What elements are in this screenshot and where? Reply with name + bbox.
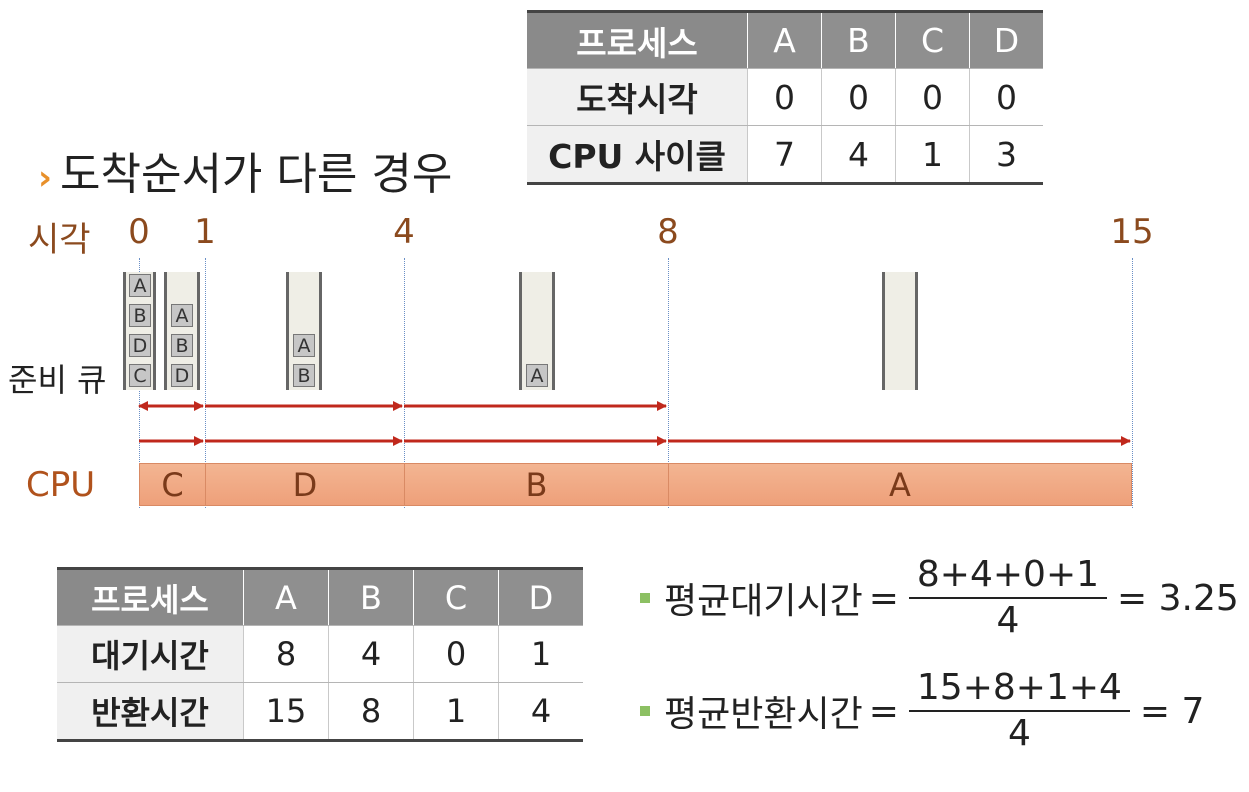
header-cell: B: [328, 568, 414, 626]
ready-queue: A B: [286, 272, 322, 390]
queue-item: A: [526, 364, 548, 387]
table-cell: 0: [747, 68, 822, 126]
table-cell: 7: [747, 125, 822, 184]
cpu-segment-d: D: [205, 463, 405, 506]
square-bullet-icon: [640, 706, 650, 716]
cpu-segment-b: B: [404, 463, 669, 506]
header-cell: A: [243, 568, 329, 626]
arrival-table-header: 프로세스 A B C D: [527, 11, 1043, 69]
table-cell: 8: [328, 682, 414, 741]
square-bullet-icon: [640, 593, 650, 603]
cpu-segment-c: C: [139, 463, 206, 506]
time-tick: 1: [194, 212, 216, 252]
section-title: ›도착순서가 다른 경우: [38, 138, 452, 202]
formula-denominator: 4: [996, 600, 1020, 641]
formula-fraction: 15+8+1+4 4: [908, 666, 1130, 756]
row-header: CPU 사이클: [527, 125, 748, 184]
table-cell: 1: [413, 682, 499, 741]
ready-queue: [882, 272, 918, 390]
queue-item: A: [293, 334, 315, 357]
time-tick: 8: [657, 212, 679, 252]
ready-queue: A: [519, 272, 555, 390]
formula-label: 평균대기시간: [664, 581, 863, 622]
queue-item: D: [171, 364, 193, 387]
header-cell: D: [969, 11, 1043, 69]
formula-label: 평균반환시간: [664, 694, 863, 735]
formula-result: = 7: [1139, 690, 1205, 732]
table-cell: 1: [498, 625, 583, 683]
cpu-label: CPU: [26, 465, 96, 505]
queue-item: B: [293, 364, 315, 387]
header-cell: A: [747, 11, 822, 69]
table-row: 도착시각 0 0 0 0: [527, 68, 1043, 126]
time-gridline: [1132, 258, 1133, 508]
time-tick: 4: [393, 212, 415, 252]
time-gridline: [404, 258, 405, 508]
header-cell: B: [821, 11, 896, 69]
table-cell: 3: [969, 125, 1043, 184]
row-header: 반환시간: [57, 682, 244, 741]
formula-numerator: 15+8+1+4: [908, 666, 1130, 712]
section-title-text: 도착순서가 다른 경우: [60, 149, 453, 200]
queue-item: B: [129, 304, 151, 327]
formula-equals: =: [868, 577, 899, 619]
avg-wait-formula: 평균대기시간 = 8+4+0+1 4 = 3.25: [640, 553, 1239, 643]
avg-turnaround-formula: 평균반환시간 = 15+8+1+4 4 = 7: [640, 666, 1204, 756]
formula-numerator: 8+4+0+1: [908, 553, 1108, 599]
table-cell: 0: [969, 68, 1043, 126]
table-cell: 0: [413, 625, 499, 683]
result-table: 프로세스 A B C D 대기시간 8 4 0 1 반환시간 15 8 1 4: [57, 567, 583, 742]
header-cell: C: [413, 568, 499, 626]
row-header: 도착시각: [527, 68, 748, 126]
table-row: 반환시간 15 8 1 4: [57, 682, 583, 741]
table-cell: 4: [498, 682, 583, 741]
row-header: 대기시간: [57, 625, 244, 683]
arrival-table: 프로세스 A B C D 도착시각 0 0 0 0 CPU 사이클 7 4 1 …: [527, 10, 1043, 185]
ready-queue-label: 준비 큐: [8, 361, 107, 399]
header-cell: D: [498, 568, 583, 626]
header-cell: C: [895, 11, 970, 69]
header-cell: 프로세스: [527, 11, 748, 69]
ready-queue: A B D: [164, 272, 200, 390]
table-cell: 0: [895, 68, 970, 126]
table-cell: 0: [821, 68, 896, 126]
table-cell: 4: [821, 125, 896, 184]
table-row: CPU 사이클 7 4 1 3: [527, 125, 1043, 184]
queue-item: C: [129, 364, 151, 387]
queue-item: B: [171, 334, 193, 357]
table-cell: 15: [243, 682, 329, 741]
queue-item: D: [129, 334, 151, 357]
table-cell: 4: [328, 625, 414, 683]
queue-item: A: [129, 274, 151, 297]
table-cell: 1: [895, 125, 970, 184]
formula-denominator: 4: [1007, 713, 1031, 754]
formula-fraction: 8+4+0+1 4: [908, 553, 1108, 643]
chevron-right-icon: ›: [38, 158, 53, 198]
time-tick: 0: [128, 212, 150, 252]
queue-item: A: [171, 304, 193, 327]
ready-queue: A B D C: [123, 272, 156, 390]
time-gridline: [668, 258, 669, 508]
time-gridline: [205, 258, 206, 508]
table-cell: 8: [243, 625, 329, 683]
formula-equals: =: [868, 690, 899, 732]
table-row: 대기시간 8 4 0 1: [57, 625, 583, 683]
result-table-header: 프로세스 A B C D: [57, 568, 583, 626]
time-tick: 15: [1110, 212, 1154, 252]
time-axis-label: 시각: [28, 220, 91, 260]
cpu-segment-a: A: [668, 463, 1132, 506]
header-cell: 프로세스: [57, 568, 244, 626]
formula-result: = 3.25: [1117, 577, 1239, 619]
